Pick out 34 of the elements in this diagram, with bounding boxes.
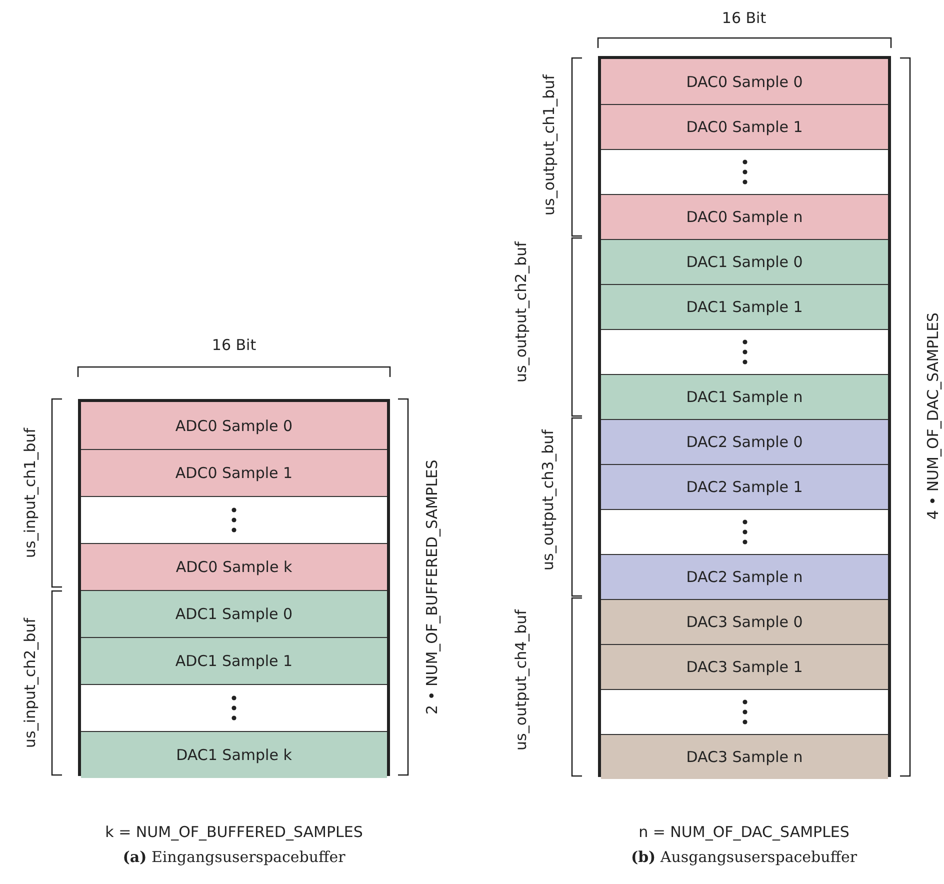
sample-cell: ADC1 Sample 1 [81,637,387,684]
bracket-label: 4 • NUM_OF_DAC_SAMPLES [924,312,942,520]
sample-cell: DAC3 Sample n [601,734,888,779]
buffer-frame [78,399,390,776]
sample-cell: DAC3 Sample 1 [601,644,888,689]
sample-cell: DAC0 Sample 0 [601,59,888,104]
sample-cell: ADC0 Sample 1 [81,449,387,496]
bracket-label: us_input_ch2_buf [21,618,39,748]
sample-cell: ADC0 Sample 0 [81,402,387,449]
annotation-text: 16 Bit [722,9,766,27]
bracket-label: us_output_ch2_buf [512,242,530,382]
sample-cell: DAC1 Sample 0 [601,239,888,284]
sample-cell: DAC2 Sample 0 [601,419,888,464]
sample-cell: ADC1 Sample 0 [81,590,387,637]
sample-cell: DAC1 Sample n [601,374,888,419]
buffer-frame [598,56,891,777]
annotation-text: 16 Bit [212,336,256,354]
sample-cell: DAC2 Sample 1 [601,464,888,509]
sample-cell: DAC1 Sample k [81,731,387,778]
sample-cell: DAC1 Sample 1 [601,284,888,329]
sample-cell: DAC2 Sample n [601,554,888,599]
sample-cell: DAC3 Sample 0 [601,599,888,644]
bracket-label: 2 • NUM_OF_BUFFERED_SAMPLES [423,460,441,714]
annotation-text: k = NUM_OF_BUFFERED_SAMPLES [105,823,363,841]
bracket-label: us_output_ch3_buf [539,430,557,570]
figure-caption: (a) Eingangsuserspacebuffer [122,848,346,866]
bracket-label: us_output_ch4_buf [512,610,530,750]
sample-cell: DAC0 Sample n [601,194,888,239]
annotation-text: n = NUM_OF_DAC_SAMPLES [638,823,850,841]
sample-cell: DAC0 Sample 1 [601,104,888,149]
figure-caption: (b) Ausgangsuserspacebuffer [630,848,858,866]
bracket-label: us_input_ch1_buf [21,428,39,558]
sample-cell: ADC0 Sample k [81,543,387,590]
bracket-label: us_output_ch1_buf [540,74,558,216]
